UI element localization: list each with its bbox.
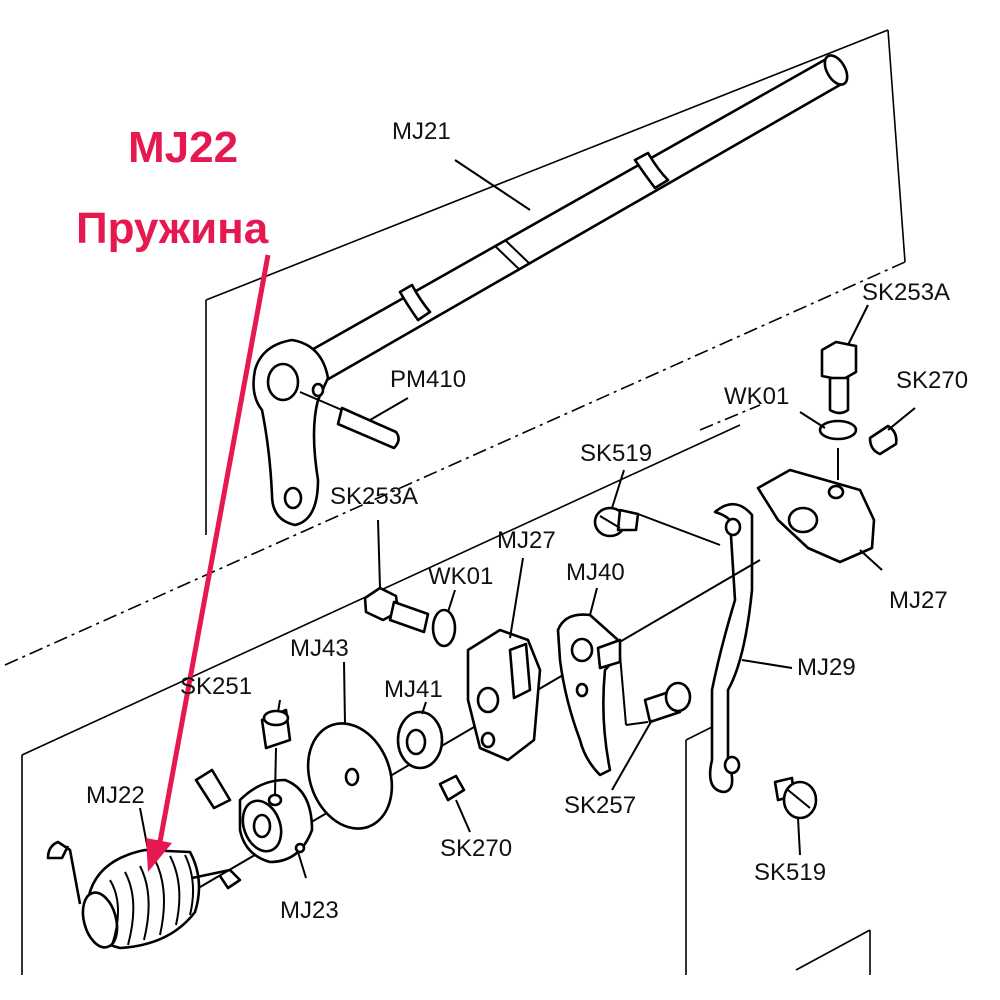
sk251-setscrew	[260, 708, 292, 796]
mj27-mid-block	[466, 628, 542, 762]
label-sk270-top: SK270	[896, 367, 968, 394]
label-mj40: MJ40	[566, 559, 625, 586]
label-mj27-mid: MJ27	[497, 527, 556, 554]
annotation-name: Пружина	[76, 204, 269, 253]
label-wk01-top: WK01	[724, 383, 789, 410]
pm410-pin	[299, 391, 400, 450]
mj29-link	[708, 502, 754, 794]
label-sk270-bottom: SK270	[440, 835, 512, 862]
leader-lines	[139, 159, 916, 879]
sk253a-top-bolt	[820, 340, 858, 415]
label-sk519-top: SK519	[580, 440, 652, 467]
label-pm410: PM410	[390, 366, 466, 393]
label-sk519-bottom: SK519	[754, 859, 826, 886]
label-mj29: MJ29	[797, 654, 856, 681]
mj41-ring	[396, 710, 444, 770]
label-sk257: SK257	[564, 792, 636, 819]
label-mj21: MJ21	[392, 118, 451, 145]
label-mj41: MJ41	[384, 676, 443, 703]
label-sk253a-top: SK253A	[862, 279, 950, 306]
label-sk253a-mid: SK253A	[330, 483, 418, 510]
annotation-arrow	[146, 254, 271, 872]
crank-arm	[252, 338, 330, 527]
label-mj22: MJ22	[86, 782, 145, 809]
mj43-disc	[306, 722, 394, 830]
wk01-top-washer	[818, 419, 858, 441]
label-wk01-mid: WK01	[428, 563, 493, 590]
sk270-bottom-setscrew	[438, 774, 466, 802]
mj40-lever	[556, 613, 649, 777]
sk519-bottom-screw	[773, 776, 818, 820]
sk270-top-setscrew	[868, 424, 898, 456]
annotation-code: MJ22	[128, 123, 238, 172]
sk519-top-screw	[593, 506, 721, 546]
sk257-screw	[643, 681, 692, 724]
mj21-shaft	[283, 54, 849, 387]
label-mj27-right: MJ27	[889, 587, 948, 614]
mj23-collar	[238, 778, 314, 864]
mj22-spring	[46, 840, 242, 950]
label-mj43: MJ43	[290, 635, 349, 662]
mj27-right-block	[756, 448, 876, 564]
small-setscrew	[194, 768, 232, 810]
wk01-mid-washer	[431, 608, 457, 648]
sk253a-mid-bolt	[363, 519, 430, 634]
label-mj23: MJ23	[280, 897, 339, 924]
label-sk251: SK251	[180, 673, 252, 700]
